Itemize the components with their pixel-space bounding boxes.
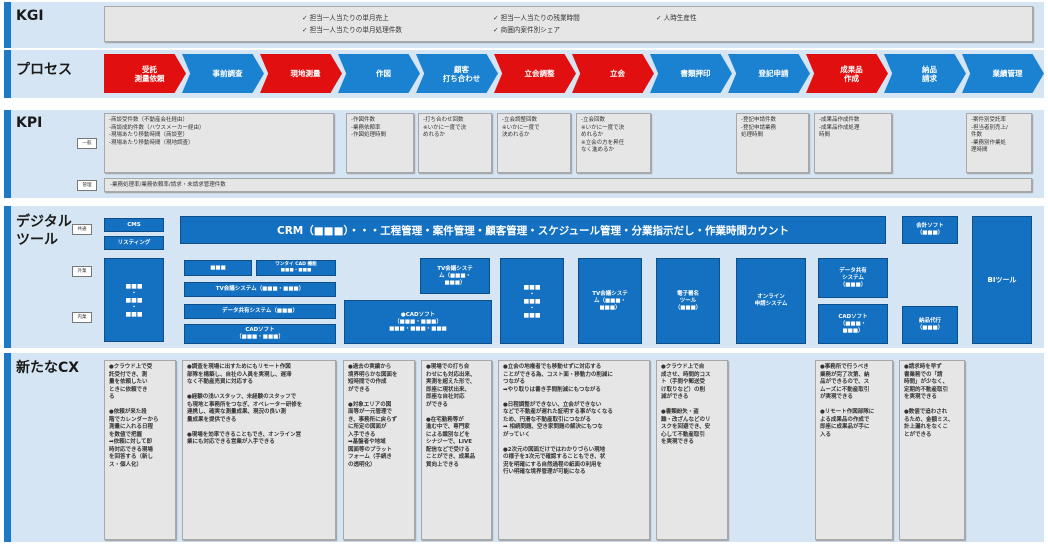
tv-conference-mid-tool: TV会議システ ム（■■■・ ■■■） [420, 258, 490, 294]
tv-conference-right-tool: TV会議システ ム（■■■・ ■■■） [578, 258, 642, 344]
cx-box: ●クラウド上で自 成させ、時間的コス ト（手間や郵送受 け取りなど）の削 減がで… [656, 360, 728, 540]
process-step: 事前調査 [182, 54, 264, 93]
esign-tool: 電子署名 ツール （■■■） [656, 258, 720, 344]
process-step: 作図 [338, 54, 420, 93]
kgi-item: ✓ 担当一人当たりの単月売上 [302, 14, 389, 22]
row-label-digital-2: ツール [16, 232, 58, 248]
kpi-box: -成果品作成件数 -成果品作成処理 時間 [814, 113, 892, 173]
process-step: 現地測量 [260, 54, 342, 93]
kpi-box: -商談受件数（不動産会社経由） -商談成約件数（ハウスメーカー経由） -現場あた… [104, 113, 334, 173]
kpi-accent-bar [4, 110, 11, 198]
kgi-item: ✓ 人時生産性 [656, 14, 697, 22]
cx-box: ●現場での打ち合 わせにも対応出来、 実測を超えた形で、 即座に現状出来、 即座… [421, 360, 492, 540]
row-label-kgi: KGI [16, 8, 44, 24]
row-label-cx: 新たなCX [16, 360, 80, 376]
row-label-kpi: KPI [16, 115, 43, 131]
cms-tool: CMS [104, 218, 164, 232]
cx-box: ●過去の実績から 境界明らかな図面を 短時間での作成 ができる ●対象エリアの図… [343, 360, 415, 540]
kpi-side-label-management: 管理 [77, 180, 97, 191]
process-step: 顧客 打ち合わせ [416, 54, 498, 93]
digital-side-label-internal: 内業 [72, 312, 92, 323]
cad-wide-tool: ●CADソフト （■■■・■■■） ■■■・■■■・■■■ [344, 300, 492, 344]
process-step: 業績管理 [962, 54, 1044, 93]
kgi-item: ✓ 商圏内案件別シェア [493, 26, 560, 34]
listing-tool: リスティング [104, 236, 164, 250]
delivery-tool: 納品代行 （■■■） [902, 306, 958, 344]
digital-side-label-external: 外業 [72, 266, 92, 277]
kgi-accent-bar [4, 2, 11, 48]
process-step: 立会 [572, 54, 654, 93]
process-step: 納品 請求 [884, 54, 966, 93]
crm-tool: CRM（■■■）・・・工程管理・案件管理・顧客管理・スケジュール管理・分業指示だ… [180, 216, 886, 244]
onetime-cad-tool: ワンタイ CAD 機能 ■■■・■■■ [256, 260, 336, 276]
digital-side-label-common: 共通 [72, 224, 92, 235]
accounting-tool: 会計ソフト （■■■） [902, 216, 958, 244]
kgi-item: ✓ 担当一人当たりの残業時間 [493, 14, 580, 22]
process-step: 成果品 作成 [806, 54, 888, 93]
process-step: 立会調整 [494, 54, 576, 93]
online-registration-tool: オンライン 申請システム [736, 258, 806, 344]
cx-box: ●立会の地権者でも移動せずに対応する ことができる為、コスト面・移動力の削減に … [498, 360, 650, 540]
data-share-tool: データ共有システム（■■■） [184, 304, 336, 319]
digital-accent-bar [4, 206, 11, 348]
kpi-side-label-general: 一般 [77, 138, 97, 149]
kpi-box: -打ち合わせ回数 ※いかに一度で決 めれるか [418, 113, 492, 173]
bi-tool: BIツール [972, 216, 1032, 344]
kgi-item: ✓ 担当一人当たりの単月処理件数 [302, 26, 402, 34]
process-step: 登記申請 [728, 54, 810, 93]
process-step: 受託 測量依頼 [104, 54, 186, 93]
cad-right-tool: CADソフト （■■■・ ■■■） [818, 304, 888, 344]
cx-box: ●事務所で行うべき 業務が完了次第、納 品ができるので、ス ムーズに不動産取引 … [815, 360, 893, 540]
cx-box: ●調査を現場に出すためにもリモート作図 部隊を構築し、自社の人員を実現し、遅滞 … [182, 360, 336, 540]
cx-box: ●クラウド上で受 託受付でき、測 量を依頼したい ときに依頼でき る ●依頼が来… [104, 360, 176, 540]
data-share-right-tool: データ共有 システム （■■■） [818, 258, 888, 298]
kgi-box [104, 6, 1033, 42]
row-label-digital-1: デジタル [16, 214, 72, 230]
small-tool-dots: ■■■ [184, 260, 252, 276]
kpi-box: -立会回数 ※いかに一度で決 めれるか ※立会の方を昇任 なく進めるか [576, 113, 651, 173]
kpi-box: -案件別受託率 -担当者別売上/ 件数 -業務別作業処 理時間 [966, 113, 1032, 173]
kpi-box: -作図件数 -業務依頼率 -作図処理時間 [346, 113, 414, 173]
kpi-management-box: -業務処理率/業務依頼率/請求・未請求管理件数 [104, 178, 1032, 192]
kpi-box: -登記申請件数 -登記申請業務 処理時間 [736, 113, 809, 173]
process-accent-bar [4, 50, 11, 98]
cx-box: ●請求時を早ず 書業務での「請 時間」が少なく、 定期的不動産取引 を実現できる… [899, 360, 965, 540]
cx-accent-bar [4, 353, 11, 542]
kpi-box: -立会調整回数 ※いかに一度で 決めれるか [497, 113, 571, 173]
tv-conference-tool: TV会議システム（■■■・■■■） [184, 282, 336, 297]
external-tools-dots: ■■■ ・ ■■■ ・ ■■■ [104, 258, 164, 342]
process-step: 書類押印 [650, 54, 732, 93]
cad-tool: CADソフト （■■■・■■■） [184, 324, 336, 344]
site-tools-dots: ■■■ ・ ■■■ ・ ■■■ [500, 258, 564, 344]
row-label-process: プロセス [16, 62, 72, 78]
